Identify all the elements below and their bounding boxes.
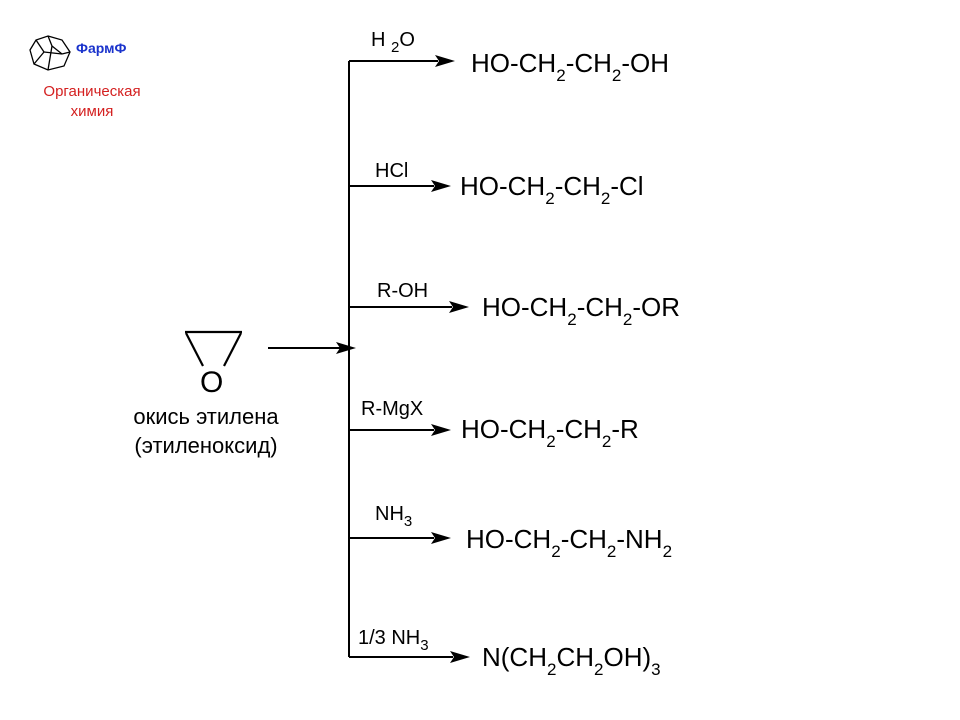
reagent-hcl: HCl bbox=[375, 160, 409, 182]
branch-arrow bbox=[349, 651, 470, 663]
epoxide-ring bbox=[185, 330, 242, 367]
reagent-water: H 2O bbox=[371, 29, 415, 56]
reactant-alt-name: (этиленоксид) bbox=[134, 433, 278, 458]
product-triethanolamine: N(CH2CH2OH)3 bbox=[482, 642, 661, 679]
branch-arrow bbox=[349, 55, 455, 67]
product-ethylene-glycol: HO-CH2-CH2-OH bbox=[471, 48, 670, 85]
product-alkyl-ethanol: HO-CH2-CH2-R bbox=[461, 414, 639, 451]
branch-arrow bbox=[349, 532, 451, 544]
reactant-caption: окись этилена (этиленоксид) bbox=[106, 402, 306, 460]
logo-title: ФармФ bbox=[76, 40, 127, 56]
reagent-ammonia: NH3 bbox=[375, 503, 413, 530]
reagent-grignard: R-MgX bbox=[361, 398, 424, 420]
adamantane-icon bbox=[29, 35, 71, 71]
branch-arrow bbox=[349, 424, 451, 436]
branch-arrow bbox=[349, 301, 469, 313]
logo-subtitle: Органическая химия bbox=[43, 83, 141, 120]
product-glycol-ether: HO-CH2-CH2-OR bbox=[482, 292, 681, 329]
product-chlorohydrin: HO-CH2-CH2-Cl bbox=[460, 171, 644, 208]
reagent-alcohol: R-OH bbox=[377, 280, 429, 302]
main-arrow bbox=[268, 342, 356, 354]
product-ethanolamine: HO-CH2-CH2-NH2 bbox=[466, 524, 673, 561]
reagent-ammonia-third: 1/3 NH3 bbox=[358, 627, 429, 654]
reactant-name: окись этилена bbox=[133, 404, 279, 429]
branch-arrow bbox=[349, 180, 451, 192]
epoxide-oxygen: O bbox=[200, 366, 224, 399]
